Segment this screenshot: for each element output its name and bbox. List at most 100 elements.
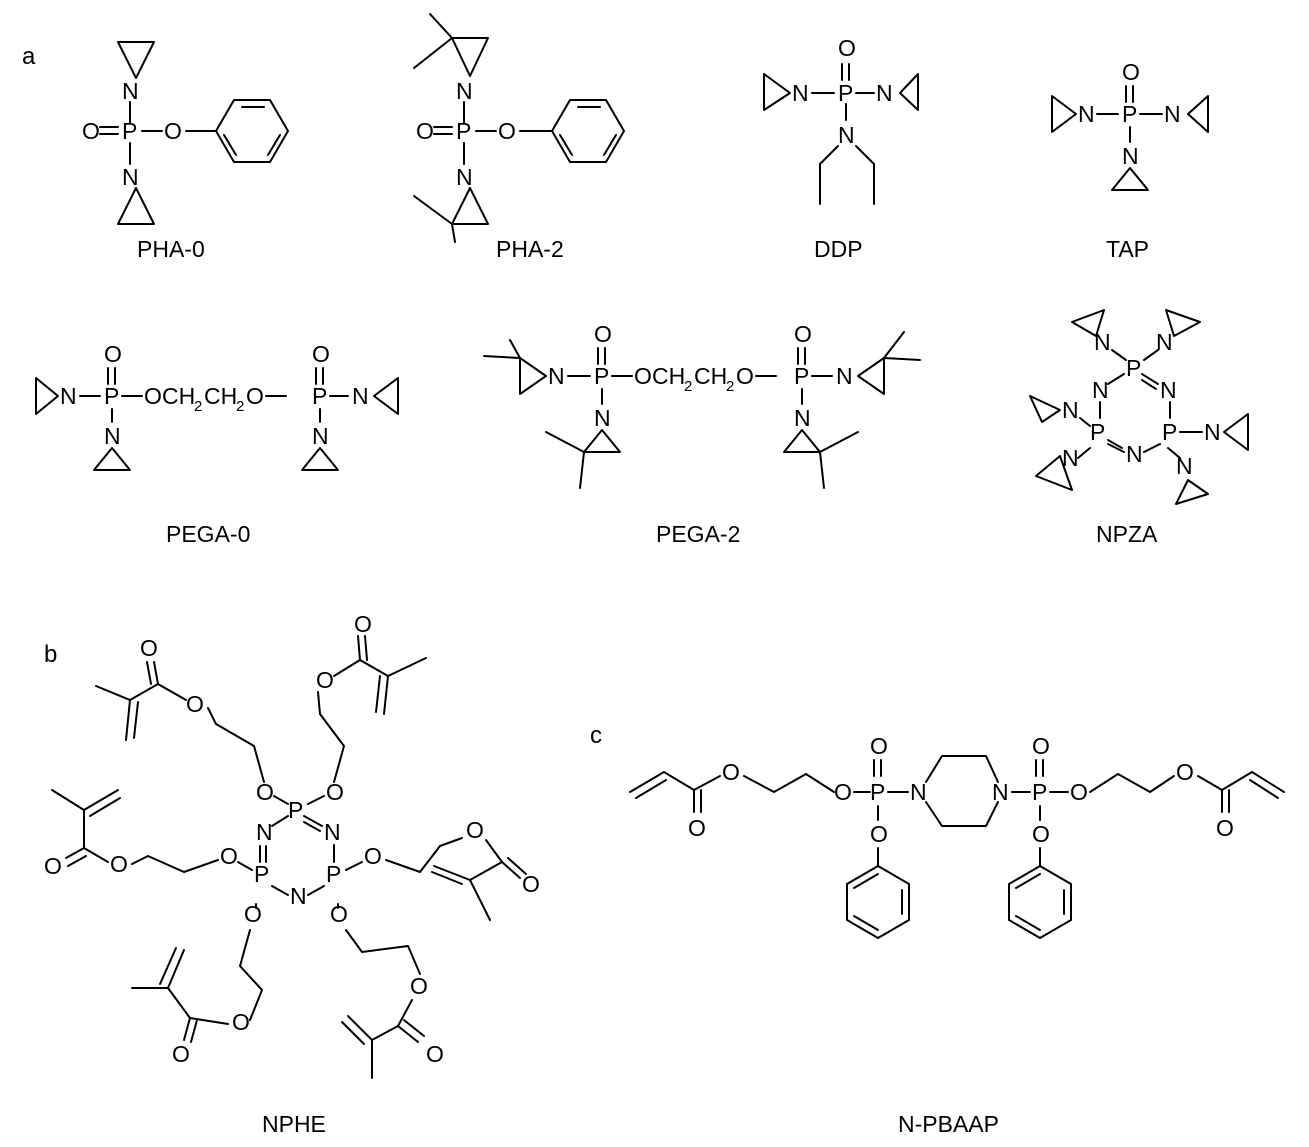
atom-o: O [44,853,62,879]
atom-ch2: CH [162,383,195,409]
compound-label-pega-2: PEGA-2 [656,521,740,547]
atom-o: O [870,733,888,759]
structure-pha-0: N O P O N [82,41,289,225]
structure-tap: O P N N N [1051,59,1209,191]
subscript-2: 2 [726,378,734,395]
atom-o: O [232,1009,250,1035]
atom-o: O [688,815,706,841]
atom-p: P [104,383,119,409]
atom-n: N [1078,101,1095,127]
atom-n: N [456,164,473,190]
atom-n: N [1160,377,1177,403]
atom-o: O [594,321,612,347]
atom-o: O [220,843,238,869]
atom-o: O [1032,821,1050,847]
atom-o: O [466,817,484,843]
atom-o: O [354,611,372,637]
atom-n: N [1164,101,1181,127]
atom-p: P [456,118,471,144]
atom-p: P [122,118,137,144]
atom-o: O [736,363,754,389]
atom-p: P [1090,419,1105,445]
atom-p: P [1162,419,1177,445]
compound-label-pha-2: PHA-2 [496,236,564,262]
atom-o: O [330,901,348,927]
atom-o: O [110,851,128,877]
atom-o: O [794,321,812,347]
atom-o: O [244,901,262,927]
atom-p: P [794,363,809,389]
atom-o: O [172,1041,190,1067]
atom-n: N [1126,441,1143,467]
compound-label-nphe: NPHE [262,1111,326,1137]
structure-ddp: O P N N N [763,35,919,205]
structure-pega-0: O P N N O CH 2 CH 2 O O P N N [35,341,399,471]
atom-o: O [634,363,652,389]
subscript-2: 2 [194,398,202,415]
atom-p: P [254,861,269,887]
atom-ch2: CH [652,363,685,389]
atom-o: O [140,635,158,661]
structure-pega-2: O P N N O CH 2 CH 2 O O P N N [483,321,921,489]
atom-n: N [876,80,893,106]
atom-o: O [312,341,330,367]
atom-o: O [416,118,434,144]
atom-o: O [164,118,182,144]
atom-n: N [1176,453,1193,479]
atom-p: P [1122,101,1137,127]
atom-n: N [1122,143,1139,169]
panel-label-c: c [590,722,602,749]
atom-n: N [992,779,1009,805]
compound-label-ddp: DDP [814,236,863,262]
atom-o: O [364,843,382,869]
atom-n: N [548,363,565,389]
atom-o: O [426,1041,444,1067]
atom-n: N [1094,329,1111,355]
atom-n: N [352,383,369,409]
atom-o: O [316,667,334,693]
atom-n: N [324,819,341,845]
atom-n: N [60,383,77,409]
structure-n-pbaap: O O O O P O N N O P O O O [629,733,1285,939]
atom-o: O [186,691,204,717]
atom-o: O [1216,815,1234,841]
atom-o: O [722,759,740,785]
atom-o: O [256,779,274,805]
atom-n: N [794,405,811,431]
atom-o: O [246,383,264,409]
atom-o: O [326,779,344,805]
structure-pha-2: N O P O N [413,13,625,243]
atom-o: O [1176,759,1194,785]
atom-o: O [1122,59,1140,85]
atom-o: O [410,973,428,999]
atom-p: P [594,363,609,389]
atom-n: N [104,423,121,449]
atom-o: O [1070,779,1088,805]
compound-label-tap: TAP [1106,236,1149,262]
atom-p: P [312,383,327,409]
atom-n: N [1092,377,1109,403]
atom-n: N [122,164,139,190]
subscript-2: 2 [236,398,244,415]
atom-n: N [312,423,329,449]
compound-label-pha-0: PHA-0 [137,236,205,262]
atom-n: N [1204,419,1221,445]
atom-p: P [870,779,885,805]
atom-n: N [836,363,853,389]
atom-o: O [1032,733,1050,759]
atom-n: N [910,779,927,805]
panel-label-a: a [22,43,36,70]
atom-o: O [838,35,856,61]
atom-ch2: CH [204,383,237,409]
atom-n: N [594,405,611,431]
atom-p: P [1032,779,1047,805]
atom-n: N [1062,397,1079,423]
atom-n: N [456,78,473,104]
compound-label-pega-0: PEGA-0 [166,521,250,547]
atom-n: N [256,819,273,845]
atom-o: O [834,779,852,805]
atom-o: O [870,821,888,847]
atom-o: O [144,383,162,409]
atom-n: N [1062,445,1079,471]
